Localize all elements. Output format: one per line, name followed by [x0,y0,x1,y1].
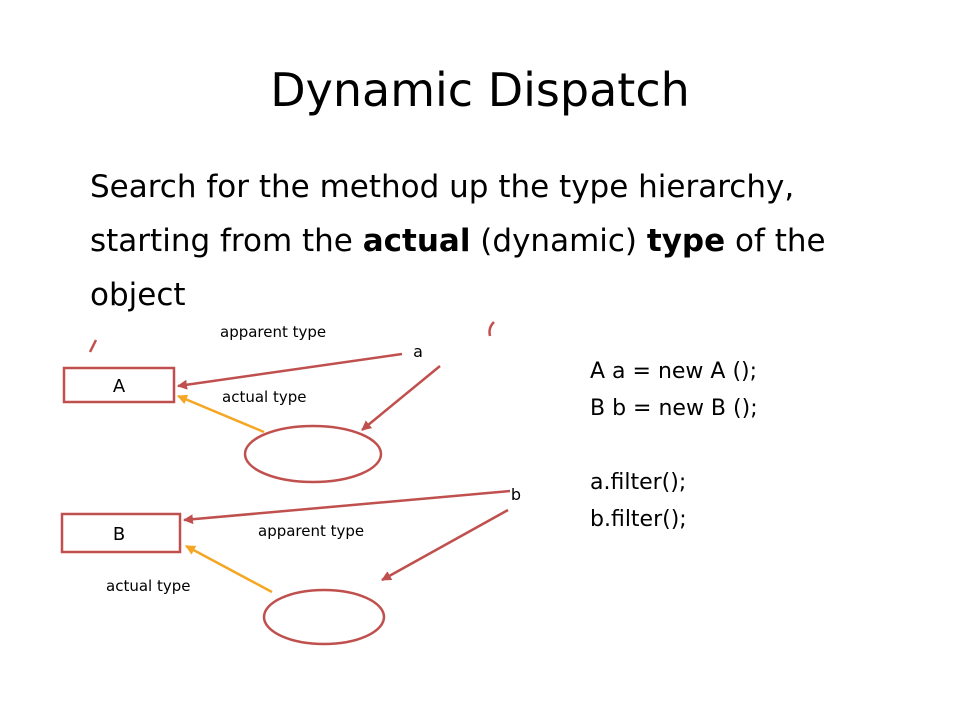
code-line-2: B b = new B (); [590,396,758,421]
label-b-actual-type: actual type [106,577,190,595]
object-a-ellipse [243,424,383,484]
slide-title: Dynamic Dispatch [270,63,690,117]
body-bold-actual: actual [362,223,471,259]
variable-b: b [511,485,521,504]
arrow-b-apparent [183,489,511,525]
class-a-label: A [113,376,126,397]
arrow-a-actual-ref [361,365,441,431]
body-line-1: Search for the method up the type hierar… [90,169,795,205]
body-line-2-middle: (dynamic) [470,223,647,259]
code-line-blank [590,427,758,464]
code-line-4: a.filter(); [590,470,687,495]
arrow-b-actual-ref [381,508,509,582]
arrow-a-actual-type [177,394,265,434]
slide-body: Search for the method up the type hierar… [90,160,910,322]
stray-mark-left [88,339,98,353]
class-b-box [60,512,182,554]
arrow-a-apparent [177,352,403,390]
label-b-apparent-type: apparent type [258,522,364,540]
class-a-box [62,366,176,404]
body-line-2: starting from the actual (dynamic) type … [90,214,910,268]
body-line-3: object [90,277,186,313]
code-line-5: b.filter(); [590,507,687,532]
label-a-apparent-type: apparent type [220,323,326,341]
class-b-label: B [113,524,125,545]
body-bold-type: type [646,223,726,259]
body-line-2-suffix: of the [725,223,826,259]
object-b-ellipse [262,588,386,646]
variable-a: a [413,342,423,361]
arrow-b-actual-type [185,544,273,594]
code-line-1: A a = new A (); [590,359,758,384]
code-block: A a = new A (); B b = new B (); a.filter… [590,353,758,538]
stray-mark-right [488,321,495,337]
body-line-2-prefix: starting from the [90,223,363,259]
label-a-actual-type: actual type [222,388,306,406]
